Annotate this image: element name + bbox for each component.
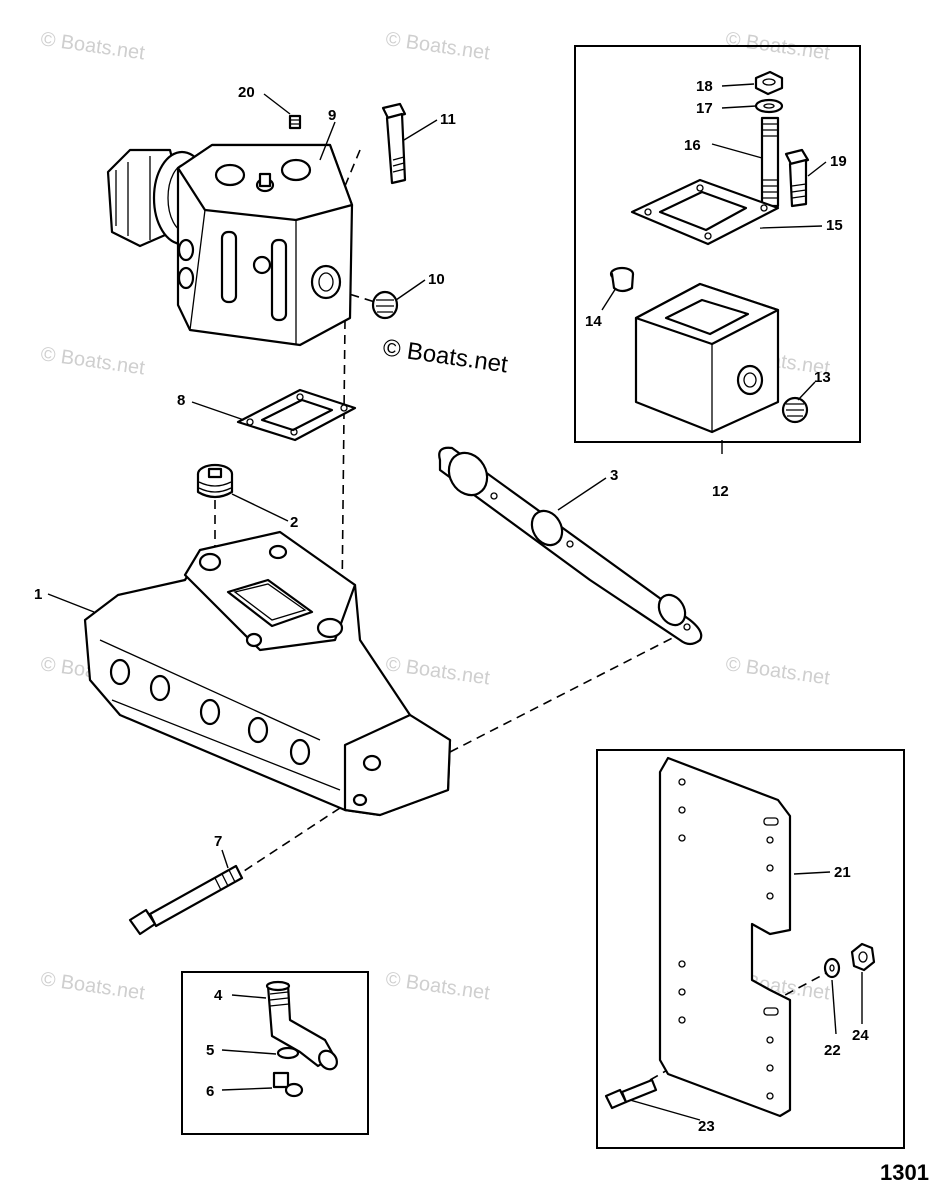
callout-14: 14	[585, 313, 602, 330]
washer-part-22	[823, 957, 841, 979]
gasket-part-15	[630, 178, 780, 246]
spacer-part-12	[634, 282, 780, 434]
plug-part-14	[609, 266, 635, 293]
callout-10: 10	[428, 271, 445, 288]
watermark: © Boats.net	[724, 653, 831, 689]
callout-7: 7	[214, 833, 222, 850]
leader-lines	[47, 83, 863, 1121]
callout-19: 19	[830, 153, 847, 170]
watermark: © Boats.net	[39, 343, 146, 379]
callout-1: 1	[34, 586, 42, 603]
inset-box-12-19	[574, 45, 861, 443]
inset-box-21-24	[596, 749, 905, 1149]
callout-23: 23	[698, 1118, 715, 1135]
callout-17: 17	[696, 100, 713, 117]
bolt-part-11	[381, 102, 407, 185]
callout-6: 6	[206, 1083, 214, 1100]
plug-part-13	[781, 396, 809, 424]
callout-2: 2	[290, 514, 298, 531]
elbow-part-9	[106, 143, 354, 347]
callout-8: 8	[177, 392, 185, 409]
gasket-part-3	[438, 446, 703, 646]
watermark: © Boats.net	[39, 28, 146, 64]
watermark: © Boats.net	[384, 653, 491, 689]
callout-5: 5	[206, 1042, 214, 1059]
manifold-part-1	[83, 530, 452, 817]
callout-18: 18	[696, 78, 713, 95]
watermark: © Boats.net	[384, 968, 491, 1004]
bolt-part-23	[604, 1078, 658, 1110]
callout-12: 12	[712, 483, 729, 500]
bolt-part-19	[784, 148, 810, 208]
callout-3: 3	[610, 467, 618, 484]
watermark-main: © Boats.net	[381, 334, 510, 378]
oring-part-5	[276, 1046, 300, 1060]
callout-21: 21	[834, 864, 851, 881]
callout-13: 13	[814, 369, 831, 386]
nut-part-18	[754, 70, 784, 96]
set-screw-part-20	[288, 114, 302, 130]
callout-9: 9	[328, 107, 336, 124]
callout-16: 16	[684, 137, 701, 154]
watermark: © Boats.net	[39, 968, 146, 1004]
plate-part-21	[658, 756, 792, 1118]
plug-part-10	[371, 290, 399, 320]
callout-22: 22	[824, 1042, 841, 1059]
callout-labels: 1 2 3 4 5 6 7 8 9 10 11 12 13 14 15 16 1…	[34, 78, 869, 1135]
callout-15: 15	[826, 217, 843, 234]
callout-23-alt: 24	[852, 1027, 869, 1044]
watermark: © Boats.net	[384, 28, 491, 64]
inset-box-4-5-6	[181, 971, 369, 1135]
callout-11: 11	[440, 111, 456, 128]
stud-part-16	[760, 116, 780, 208]
fitting-part-6	[272, 1071, 304, 1098]
nut-part-24	[850, 942, 876, 972]
callout-4: 4	[214, 987, 223, 1004]
callout-20: 20	[238, 84, 255, 101]
washer-part-17	[754, 98, 784, 114]
page-number: 1301	[880, 1160, 929, 1185]
fitting-part-4	[265, 980, 338, 1071]
bolt-part-7	[128, 864, 244, 936]
gasket-part-8	[236, 388, 357, 442]
plug-part-2	[196, 463, 234, 499]
